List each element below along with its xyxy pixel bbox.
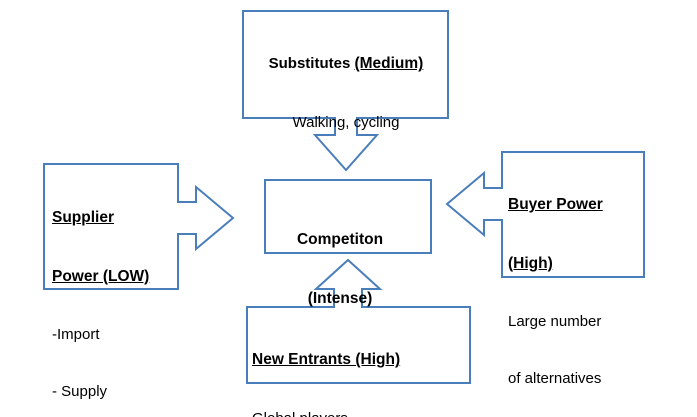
buyer-body-line1: Large number <box>508 312 602 330</box>
substitutes-heading-rating: (Medium) <box>354 55 424 73</box>
new-entrants-heading: New Entrants (High) <box>252 351 401 369</box>
substitutes-box-with-arrow <box>242 10 449 172</box>
supplier-body-line2: - Supply <box>52 383 108 401</box>
new-entrants-body: Global players <box>252 409 464 417</box>
substitutes-heading-plain: Substitutes <box>268 55 355 73</box>
new-entrants-label: New Entrants (High) Global players <box>252 312 464 417</box>
buyer-heading-line2: (High) <box>508 254 553 272</box>
center-line2: (Intense) <box>307 290 373 308</box>
center-competition-label: Competiton (Intense) <box>267 190 413 349</box>
supplier-heading-line2: Power (LOW) <box>52 267 150 285</box>
buyer-body-line2: of alternatives <box>508 370 602 388</box>
center-competition-box <box>264 179 432 254</box>
buyer-box-with-arrow <box>445 151 645 278</box>
substitutes-label: Substitutes (Medium) Walking, cycling <box>248 16 444 170</box>
supplier-body-line1: -Import <box>52 325 100 343</box>
buyer-heading-line1: Buyer Power <box>508 196 603 214</box>
supplier-box-with-arrow <box>43 163 235 290</box>
supplier-power-label: Supplier Power (LOW) -Import - Supply bu… <box>52 170 174 417</box>
buyer-power-label: Buyer Power (High) Large number of alter… <box>508 157 640 417</box>
new-entrants-box-with-arrow <box>246 258 471 384</box>
supplier-heading-line1: Supplier <box>52 209 115 227</box>
center-line1: Competiton <box>296 230 384 248</box>
substitutes-body: Walking, cycling <box>292 113 400 131</box>
